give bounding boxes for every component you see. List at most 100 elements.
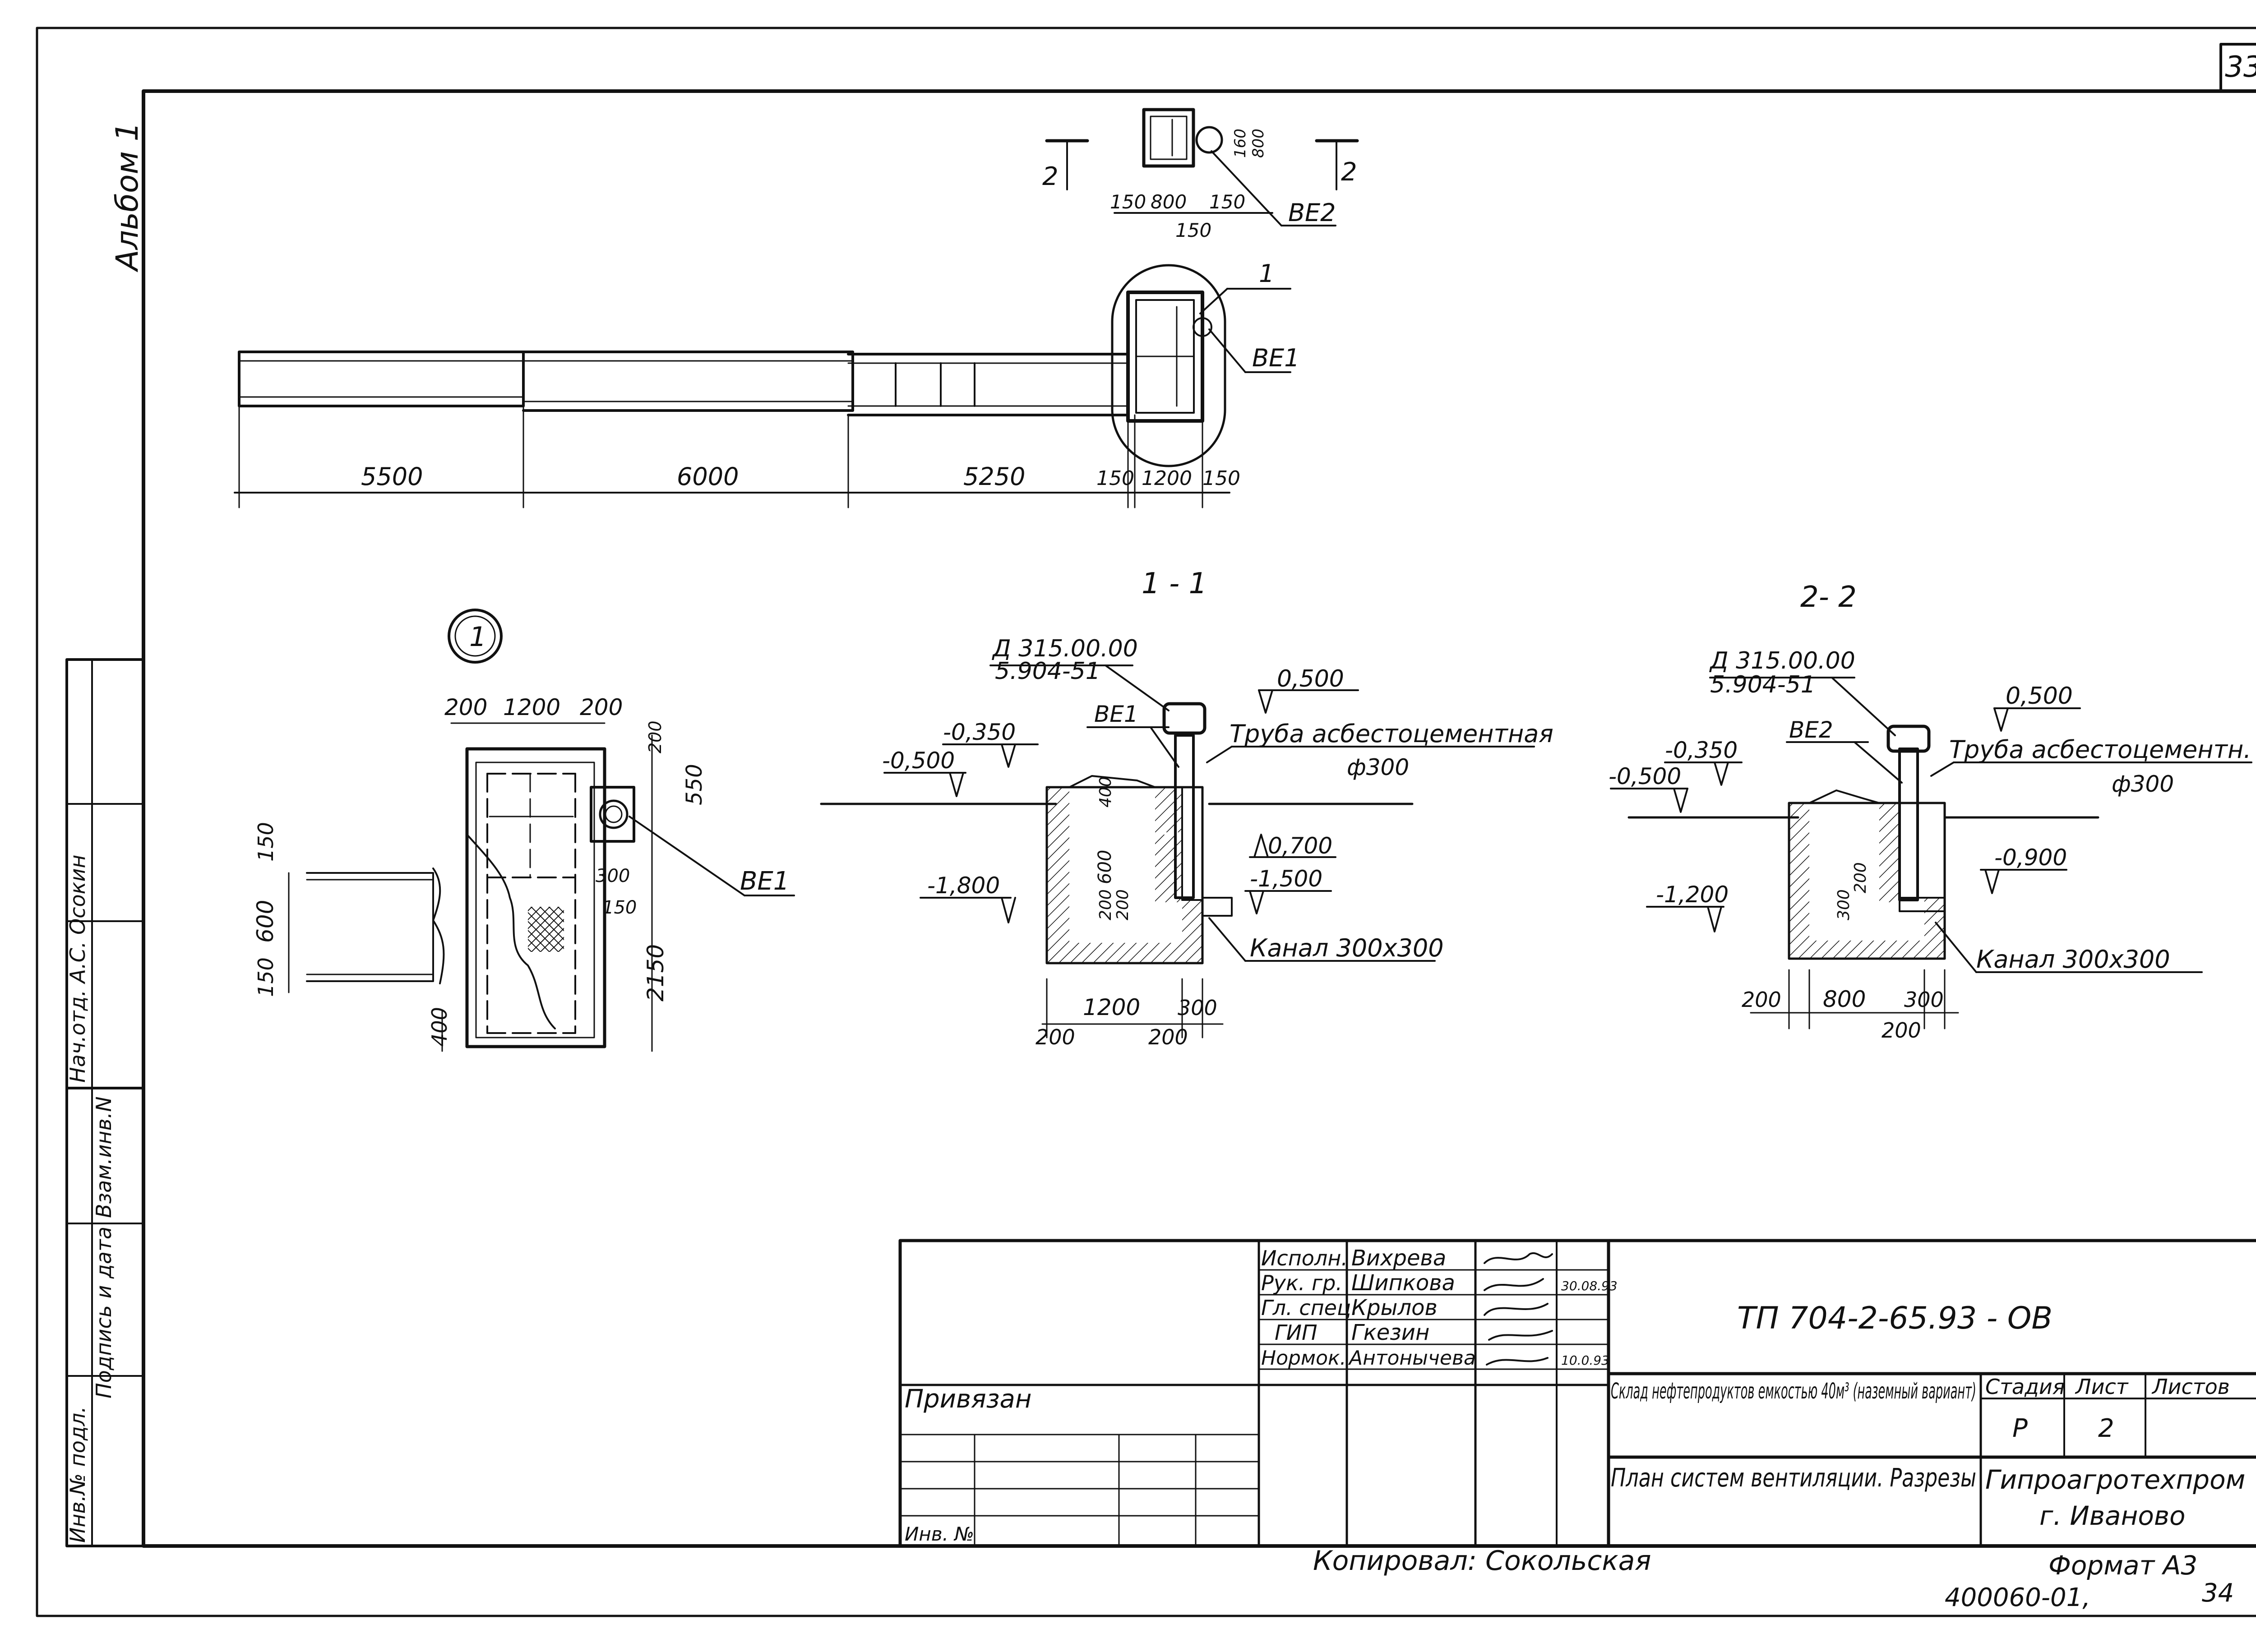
- corner-number: 33: [2225, 51, 2256, 84]
- plan-dim-6: 150: [1202, 467, 1240, 490]
- section-1-pipe: Труба асбестоцементная: [1230, 720, 1553, 748]
- section-2-dim-2: 800: [1823, 986, 1866, 1012]
- section-2-inner-1: 300: [1835, 889, 1853, 920]
- plan-dim-1: 5500: [361, 462, 423, 491]
- section-2-part: Д 315.00.00: [1709, 647, 1855, 674]
- side-stamp-podpis-data: Подпись и дата: [92, 1227, 116, 1398]
- detail-number: 1: [469, 621, 486, 653]
- section-1-title: 1 - 1: [1142, 567, 1207, 600]
- section-1-inner-4: 200: [1114, 889, 1132, 920]
- footer-page: 34: [2202, 1578, 2234, 1608]
- tb-name-5: Антонычева: [1348, 1347, 1476, 1370]
- detail-dim-right-2: 550: [682, 764, 707, 805]
- side-stamp: [65, 658, 145, 1547]
- tb-name-4: Гкезин: [1351, 1320, 1429, 1345]
- tb-sheet-title: План систем вентиляции. Разрезы: [1611, 1463, 1976, 1493]
- section-2-level-c: -0,900: [1994, 844, 2067, 871]
- tb-object: Склад нефтепродуктов емкостью 40м³ (назе…: [1611, 1379, 1976, 1404]
- tb-sheet-no: 2: [2098, 1414, 2114, 1443]
- footer-code: 400060-01,: [1945, 1583, 2090, 1612]
- tb-stage-header: Стадия: [1985, 1375, 2065, 1399]
- plan-dim-2: 6000: [677, 462, 739, 491]
- section-2-level-b: -0,500: [1609, 763, 1681, 789]
- section-1-dim-3: 200: [1036, 1025, 1075, 1049]
- tb-date-5: 10.0.93: [1561, 1353, 1609, 1368]
- detail-dim-left-3: 150: [254, 957, 278, 997]
- plan-dim-3: 5250: [963, 462, 1025, 491]
- detail-dim-top-1: 200: [444, 694, 487, 720]
- section-1-inner-1: 400: [1096, 776, 1115, 808]
- detail-label-be1: BE1: [740, 867, 789, 896]
- detail-dim-left-1: 150: [254, 822, 278, 862]
- tb-sheets-header: Листов: [2151, 1375, 2230, 1399]
- plan-small-dim-1: 150: [1110, 191, 1146, 213]
- tb-role-3: Гл. спец.: [1261, 1296, 1358, 1320]
- tb-name-2: Шипкова: [1351, 1270, 1455, 1296]
- section-2-title: 2- 2: [1800, 581, 1857, 614]
- section-2-dim-1: 200: [1742, 988, 1781, 1012]
- side-stamp-inv-podl: Инв.№ подл.: [65, 1406, 90, 1543]
- section-2-level-e: -1,200: [1656, 881, 1729, 908]
- section-1-level-c: 0,700: [1268, 833, 1332, 859]
- plan-dim-5: 1200: [1142, 467, 1192, 490]
- section-2-dim-3: 300: [1904, 988, 1944, 1012]
- section-1-part2: 5.904-51: [995, 658, 1100, 685]
- detail-dim-left-2: 600: [252, 900, 278, 943]
- section-1-dim-1: 1200: [1083, 994, 1140, 1020]
- section-2-inner-2: 200: [1851, 862, 1870, 893]
- plan-small-dim-6: 800: [1249, 129, 1267, 158]
- plan-small-dim-3: 150: [1209, 191, 1245, 213]
- tb-name-1: Вихрева: [1351, 1246, 1446, 1271]
- tb-inv-no: Инв. №: [905, 1523, 974, 1545]
- plan-label-be2: BE2: [1288, 198, 1336, 227]
- side-stamp-vzam-inv: Взам.инв.N: [92, 1096, 116, 1218]
- section-1-channel: Канал 300x300: [1250, 934, 1444, 962]
- section-1-level-b: -0,500: [882, 748, 955, 774]
- detail-dim-top-2: 1200: [503, 694, 560, 720]
- plan-small-dim-5: 160: [1231, 129, 1249, 158]
- section-1-pipe-d: ф300: [1347, 754, 1409, 780]
- footer-format: Формат А3: [2048, 1550, 2197, 1581]
- section-2-pipe: Труба асбестоцементн.: [1949, 735, 2251, 764]
- tb-city: г. Иваново: [2039, 1500, 2186, 1531]
- tb-privyazan: Привязан: [905, 1384, 1031, 1414]
- section-1-dim-4: 200: [1148, 1025, 1188, 1049]
- section-mark-right: 2: [1341, 157, 1357, 187]
- tb-sheet-header: Лист: [2075, 1375, 2129, 1399]
- section-2-level-a: -0,350: [1665, 737, 1738, 763]
- tb-code: ТП 704-2-65.93 - ОВ: [1737, 1301, 2053, 1336]
- tb-stage: Р: [2012, 1414, 2028, 1443]
- tb-role-2: Рук. гр.: [1261, 1271, 1342, 1295]
- tb-date-2: 30.08.93: [1561, 1278, 1618, 1293]
- section-1-1: [820, 664, 1535, 1038]
- plan-small-dim-4: 150: [1175, 219, 1211, 241]
- sheet-frame: [36, 27, 2256, 1617]
- section-1-dim-2: 300: [1178, 996, 1217, 1020]
- tb-role-1: Исполн.: [1261, 1246, 1348, 1270]
- plan-dim-4: 150: [1096, 467, 1134, 490]
- plan-callout: 1: [1259, 259, 1274, 288]
- section-2-be: BE2: [1789, 717, 1833, 743]
- section-2-channel: Канал 300x300: [1976, 945, 2170, 974]
- tb-role-5: Нормок.: [1261, 1347, 1346, 1370]
- plan-view: [234, 108, 1359, 508]
- tb-name-3: Крылов: [1351, 1295, 1438, 1320]
- section-2-dim-4: 200: [1882, 1018, 1921, 1043]
- title-block: [898, 1239, 2256, 1548]
- section-1-inner-2: 600: [1095, 850, 1115, 884]
- section-2-2: [1610, 677, 2252, 1029]
- side-stamp-nach-otd: Нач.отд. А.С. Осокин: [65, 855, 90, 1083]
- detail-dim-right-1: 200: [645, 720, 665, 753]
- section-2-pipe-d: ф300: [2112, 771, 2174, 797]
- detail-dim-bottom: 400: [427, 1007, 452, 1047]
- section-1-level-a: -0,350: [943, 719, 1016, 745]
- tb-role-4: ГИП: [1275, 1320, 1318, 1345]
- detail-dim-right-5: 2150: [643, 944, 669, 1001]
- detail-1: [288, 609, 795, 1052]
- section-1-part: Д 315.00.00: [992, 635, 1138, 662]
- album-label: Альбом 1: [110, 122, 145, 272]
- section-2-part2: 5.904-51: [1710, 671, 1816, 698]
- section-2-level-top: 0,500: [2006, 683, 2073, 710]
- plan-label-be1: BE1: [1252, 344, 1300, 372]
